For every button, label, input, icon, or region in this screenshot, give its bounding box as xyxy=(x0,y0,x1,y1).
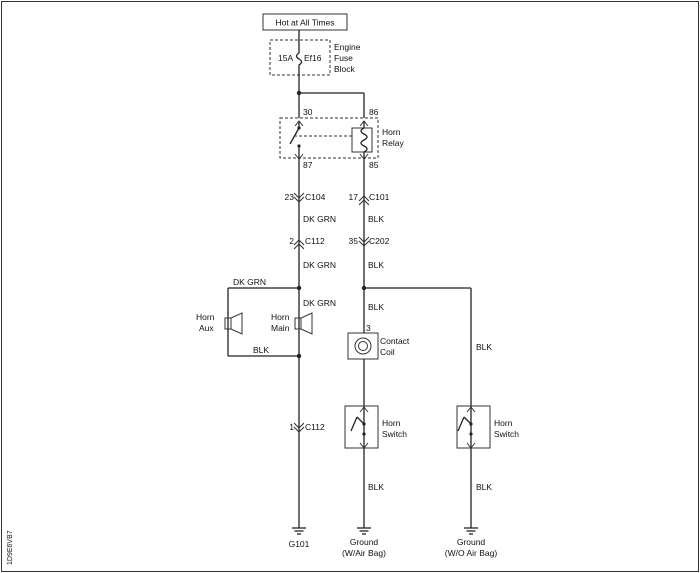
horn-switch-2-pivot xyxy=(469,422,473,426)
c112a-pin: 2 xyxy=(289,236,294,246)
connector-c104-symbol xyxy=(293,192,305,203)
connector-c112b-symbol xyxy=(293,422,305,433)
horn-switch-2-contact xyxy=(457,416,472,432)
ground-noairbag-symbol xyxy=(464,527,478,535)
contact-coil-label-2: Coil xyxy=(380,347,395,357)
connector-c112a-symbol xyxy=(293,239,305,250)
horn-switch-1-pivot xyxy=(362,422,366,426)
horn-switch-1-contact xyxy=(350,416,365,432)
contact-coil-box xyxy=(347,332,379,360)
horn-switch-2-box xyxy=(456,405,491,449)
wire-label-dkgrn-4: DK GRN xyxy=(303,298,336,308)
power-label-box xyxy=(262,13,348,31)
horn-switch-2-arrow-bottom xyxy=(466,442,476,449)
horn-aux-label-2: Aux xyxy=(199,323,214,333)
wire-label-dkgrn-3: DK GRN xyxy=(233,277,266,287)
horn-main-body xyxy=(294,317,302,330)
ground-airbag-label-1: Ground xyxy=(350,537,379,547)
wire-label-dkgrn-1: DK GRN xyxy=(303,214,336,224)
contact-coil-pin: 3 xyxy=(366,323,371,333)
relay-pin-30: 30 xyxy=(303,107,313,117)
contact-coil-outer xyxy=(354,337,372,355)
horn-switch-1-arrow-top xyxy=(359,406,369,413)
relay-pin-85: 85 xyxy=(369,160,379,170)
horn-switch-2-fixed xyxy=(469,432,473,436)
connector-c202-symbol xyxy=(358,236,370,247)
c112a-name: C112 xyxy=(305,236,325,246)
power-label: Hot at All Times xyxy=(275,18,334,28)
ground-airbag-label-2: (W/Air Bag) xyxy=(342,548,386,558)
ground-airbag-symbol xyxy=(357,527,371,535)
c202-name: C202 xyxy=(369,236,390,246)
fuse-block-box xyxy=(269,39,331,76)
contact-coil-inner xyxy=(358,341,368,351)
relay-label-2: Relay xyxy=(382,138,404,148)
wire-label-blk-5: BLK xyxy=(368,482,384,492)
horn-aux-label-1: Horn xyxy=(196,312,215,322)
fuse-block-label-2: Fuse xyxy=(334,53,353,63)
fuse-symbol xyxy=(295,45,303,75)
contact-coil-label-1: Contact xyxy=(380,336,410,346)
wire-label-blk-1: BLK xyxy=(368,214,384,224)
c202-pin: 35 xyxy=(349,236,359,246)
horn-switch-1-label-2: Switch xyxy=(382,429,407,439)
horn-switch-1-fixed xyxy=(362,432,366,436)
horn-switch-1-label-1: Horn xyxy=(382,418,401,428)
connector-c101-symbol xyxy=(358,195,370,206)
relay-pin-87: 87 xyxy=(303,160,313,170)
relay-pin-86: 86 xyxy=(369,107,379,117)
c104-name: C104 xyxy=(305,192,326,202)
wire-label-blk-3: BLK xyxy=(253,345,269,355)
ground-noairbag-label-1: Ground xyxy=(457,537,486,547)
fuse-id: Ef16 xyxy=(304,53,322,63)
horn-main-label-1: Horn xyxy=(271,312,290,322)
c101-pin: 17 xyxy=(349,192,359,202)
fuse-block-label-1: Engine xyxy=(334,42,361,52)
horn-aux-cone xyxy=(230,312,243,335)
reference-code: 1D9E6VB7 xyxy=(7,530,14,565)
relay-coil-winding xyxy=(360,127,368,153)
c112b-pin: 1 xyxy=(289,422,294,432)
fuse-rating: 15A xyxy=(278,53,293,63)
c112b-name: C112 xyxy=(305,422,325,432)
ground-noairbag-label-2: (W/O Air Bag) xyxy=(445,548,498,558)
wire-label-blk-2: BLK xyxy=(368,260,384,270)
wire-label-blk-4: BLK xyxy=(368,302,384,312)
fuse-block-label-3: Block xyxy=(334,64,356,74)
horn-main-label-2: Main xyxy=(271,323,290,333)
horn-switch-2-label-1: Horn xyxy=(494,418,513,428)
ground-g101-label: G101 xyxy=(289,539,310,549)
wire-label-blk-7: BLK xyxy=(476,482,492,492)
c101-name: C101 xyxy=(369,192,390,202)
horn-switch-1-box xyxy=(344,405,379,449)
relay-label-1: Horn xyxy=(382,127,401,137)
horn-relay-box xyxy=(279,117,379,159)
horn-switch-2-arrow-top xyxy=(466,406,476,413)
wire-label-dkgrn-2: DK GRN xyxy=(303,260,336,270)
splice-dot-horn-bottom xyxy=(296,353,302,359)
c104-pin: 23 xyxy=(285,192,295,202)
horn-switch-1-arrow-bottom xyxy=(359,442,369,449)
relay-contact-pivot xyxy=(297,126,301,130)
ground-g101-symbol xyxy=(292,527,306,535)
horn-switch-2-label-2: Switch xyxy=(494,429,519,439)
wire-label-blk-6: BLK xyxy=(476,342,492,352)
relay-coil-box xyxy=(351,127,373,153)
horn-main-cone xyxy=(300,312,313,335)
